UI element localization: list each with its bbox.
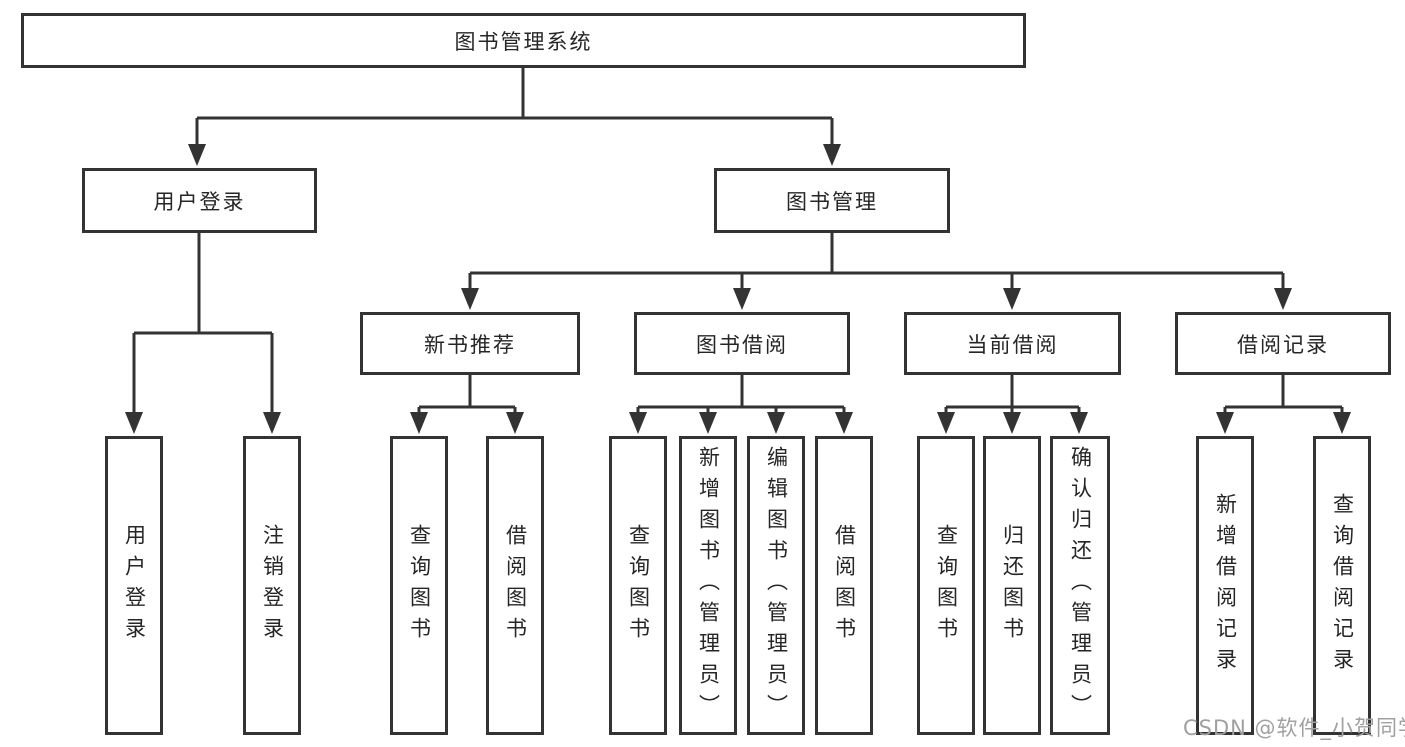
node-new-book-recommend: 新书推荐 xyxy=(360,312,580,375)
node-current-borrow: 当前借阅 xyxy=(904,312,1121,375)
leaf-label: 查询图书 xyxy=(934,523,959,648)
arrow-down-icon xyxy=(1003,412,1021,434)
leaf-label: 新增借阅记录 xyxy=(1213,492,1238,679)
arrow-down-icon xyxy=(937,412,955,434)
arrow-down-icon xyxy=(1274,288,1292,310)
leaf-label: 注销登录 xyxy=(260,523,285,648)
root-split-line xyxy=(195,68,834,150)
node-label: 图书管理系统 xyxy=(454,29,593,54)
csdn-watermark: CSDN @软件_小贺同学 xyxy=(1183,716,1405,740)
leaf-label: 编辑图书（管理员） xyxy=(764,446,789,725)
leaf-query-borrow-record: 查询借阅记录 xyxy=(1313,436,1371,735)
leaf-label: 查询图书 xyxy=(626,523,651,648)
arrow-down-icon xyxy=(1216,412,1234,434)
leaf-query-books-borrow: 查询图书 xyxy=(609,436,667,735)
leaf-user-login: 用户登录 xyxy=(105,436,163,735)
node-label: 图书借阅 xyxy=(696,332,788,357)
node-label: 当前借阅 xyxy=(966,332,1059,357)
arrow-down-icon xyxy=(125,412,143,434)
leaf-add-borrow-record: 新增借阅记录 xyxy=(1196,436,1254,735)
leaf-label: 查询图书 xyxy=(407,523,432,648)
leaf-label: 查询借阅记录 xyxy=(1330,492,1355,679)
book-management-split-line xyxy=(468,233,1285,295)
arrow-down-icon xyxy=(699,412,717,434)
leaf-label: 借阅图书 xyxy=(503,523,528,648)
leaf-label: 用户登录 xyxy=(122,523,147,648)
arrow-down-icon xyxy=(263,412,281,434)
leaf-borrow-books: 借阅图书 xyxy=(815,436,873,735)
node-label: 用户登录 xyxy=(153,189,246,214)
arrowheads xyxy=(125,144,1351,434)
arrow-down-icon xyxy=(506,412,524,434)
leaf-label: 确认归还（管理员） xyxy=(1068,446,1093,725)
leaf-label: 新增图书（管理员） xyxy=(696,446,721,725)
leaf-edit-book-admin: 编辑图书（管理员） xyxy=(747,436,805,735)
leaf-confirm-return-admin: 确认归还（管理员） xyxy=(1050,436,1110,735)
leaf-label: 借阅图书 xyxy=(832,523,857,648)
arrow-down-icon xyxy=(767,412,785,434)
arrow-down-icon xyxy=(835,412,853,434)
node-label: 借阅记录 xyxy=(1237,332,1329,357)
arrow-down-icon xyxy=(410,412,428,434)
new-book-split-line xyxy=(417,375,517,420)
node-label: 图书管理 xyxy=(786,189,878,214)
arrow-down-icon xyxy=(1333,412,1351,434)
arrow-down-icon xyxy=(188,144,206,166)
user-login-split-line xyxy=(132,233,274,420)
arrow-down-icon xyxy=(1003,288,1021,310)
leaf-return-book: 归还图书 xyxy=(983,436,1041,735)
leaf-logout: 注销登录 xyxy=(243,436,301,735)
node-book-borrow: 图书借阅 xyxy=(634,312,850,375)
arrow-down-icon xyxy=(733,288,751,310)
leaf-query-books-current: 查询图书 xyxy=(917,436,975,735)
arrow-down-icon xyxy=(823,144,841,166)
leaf-query-books-recommend: 查询图书 xyxy=(390,436,448,735)
node-user-login: 用户登录 xyxy=(82,168,317,233)
borrow-record-split-line xyxy=(1223,375,1344,420)
leaf-add-book-admin: 新增图书（管理员） xyxy=(679,436,737,735)
node-label: 新书推荐 xyxy=(424,332,516,357)
node-book-management: 图书管理 xyxy=(714,168,950,233)
node-borrow-records: 借阅记录 xyxy=(1175,312,1391,375)
leaf-borrow-books-recommend: 借阅图书 xyxy=(486,436,544,735)
arrow-down-icon xyxy=(461,288,479,310)
leaf-label: 归还图书 xyxy=(1000,523,1025,648)
book-borrow-split-line xyxy=(636,375,846,420)
arrow-down-icon xyxy=(1070,412,1088,434)
node-root: 图书管理系统 xyxy=(21,13,1026,68)
arrow-down-icon xyxy=(629,412,647,434)
